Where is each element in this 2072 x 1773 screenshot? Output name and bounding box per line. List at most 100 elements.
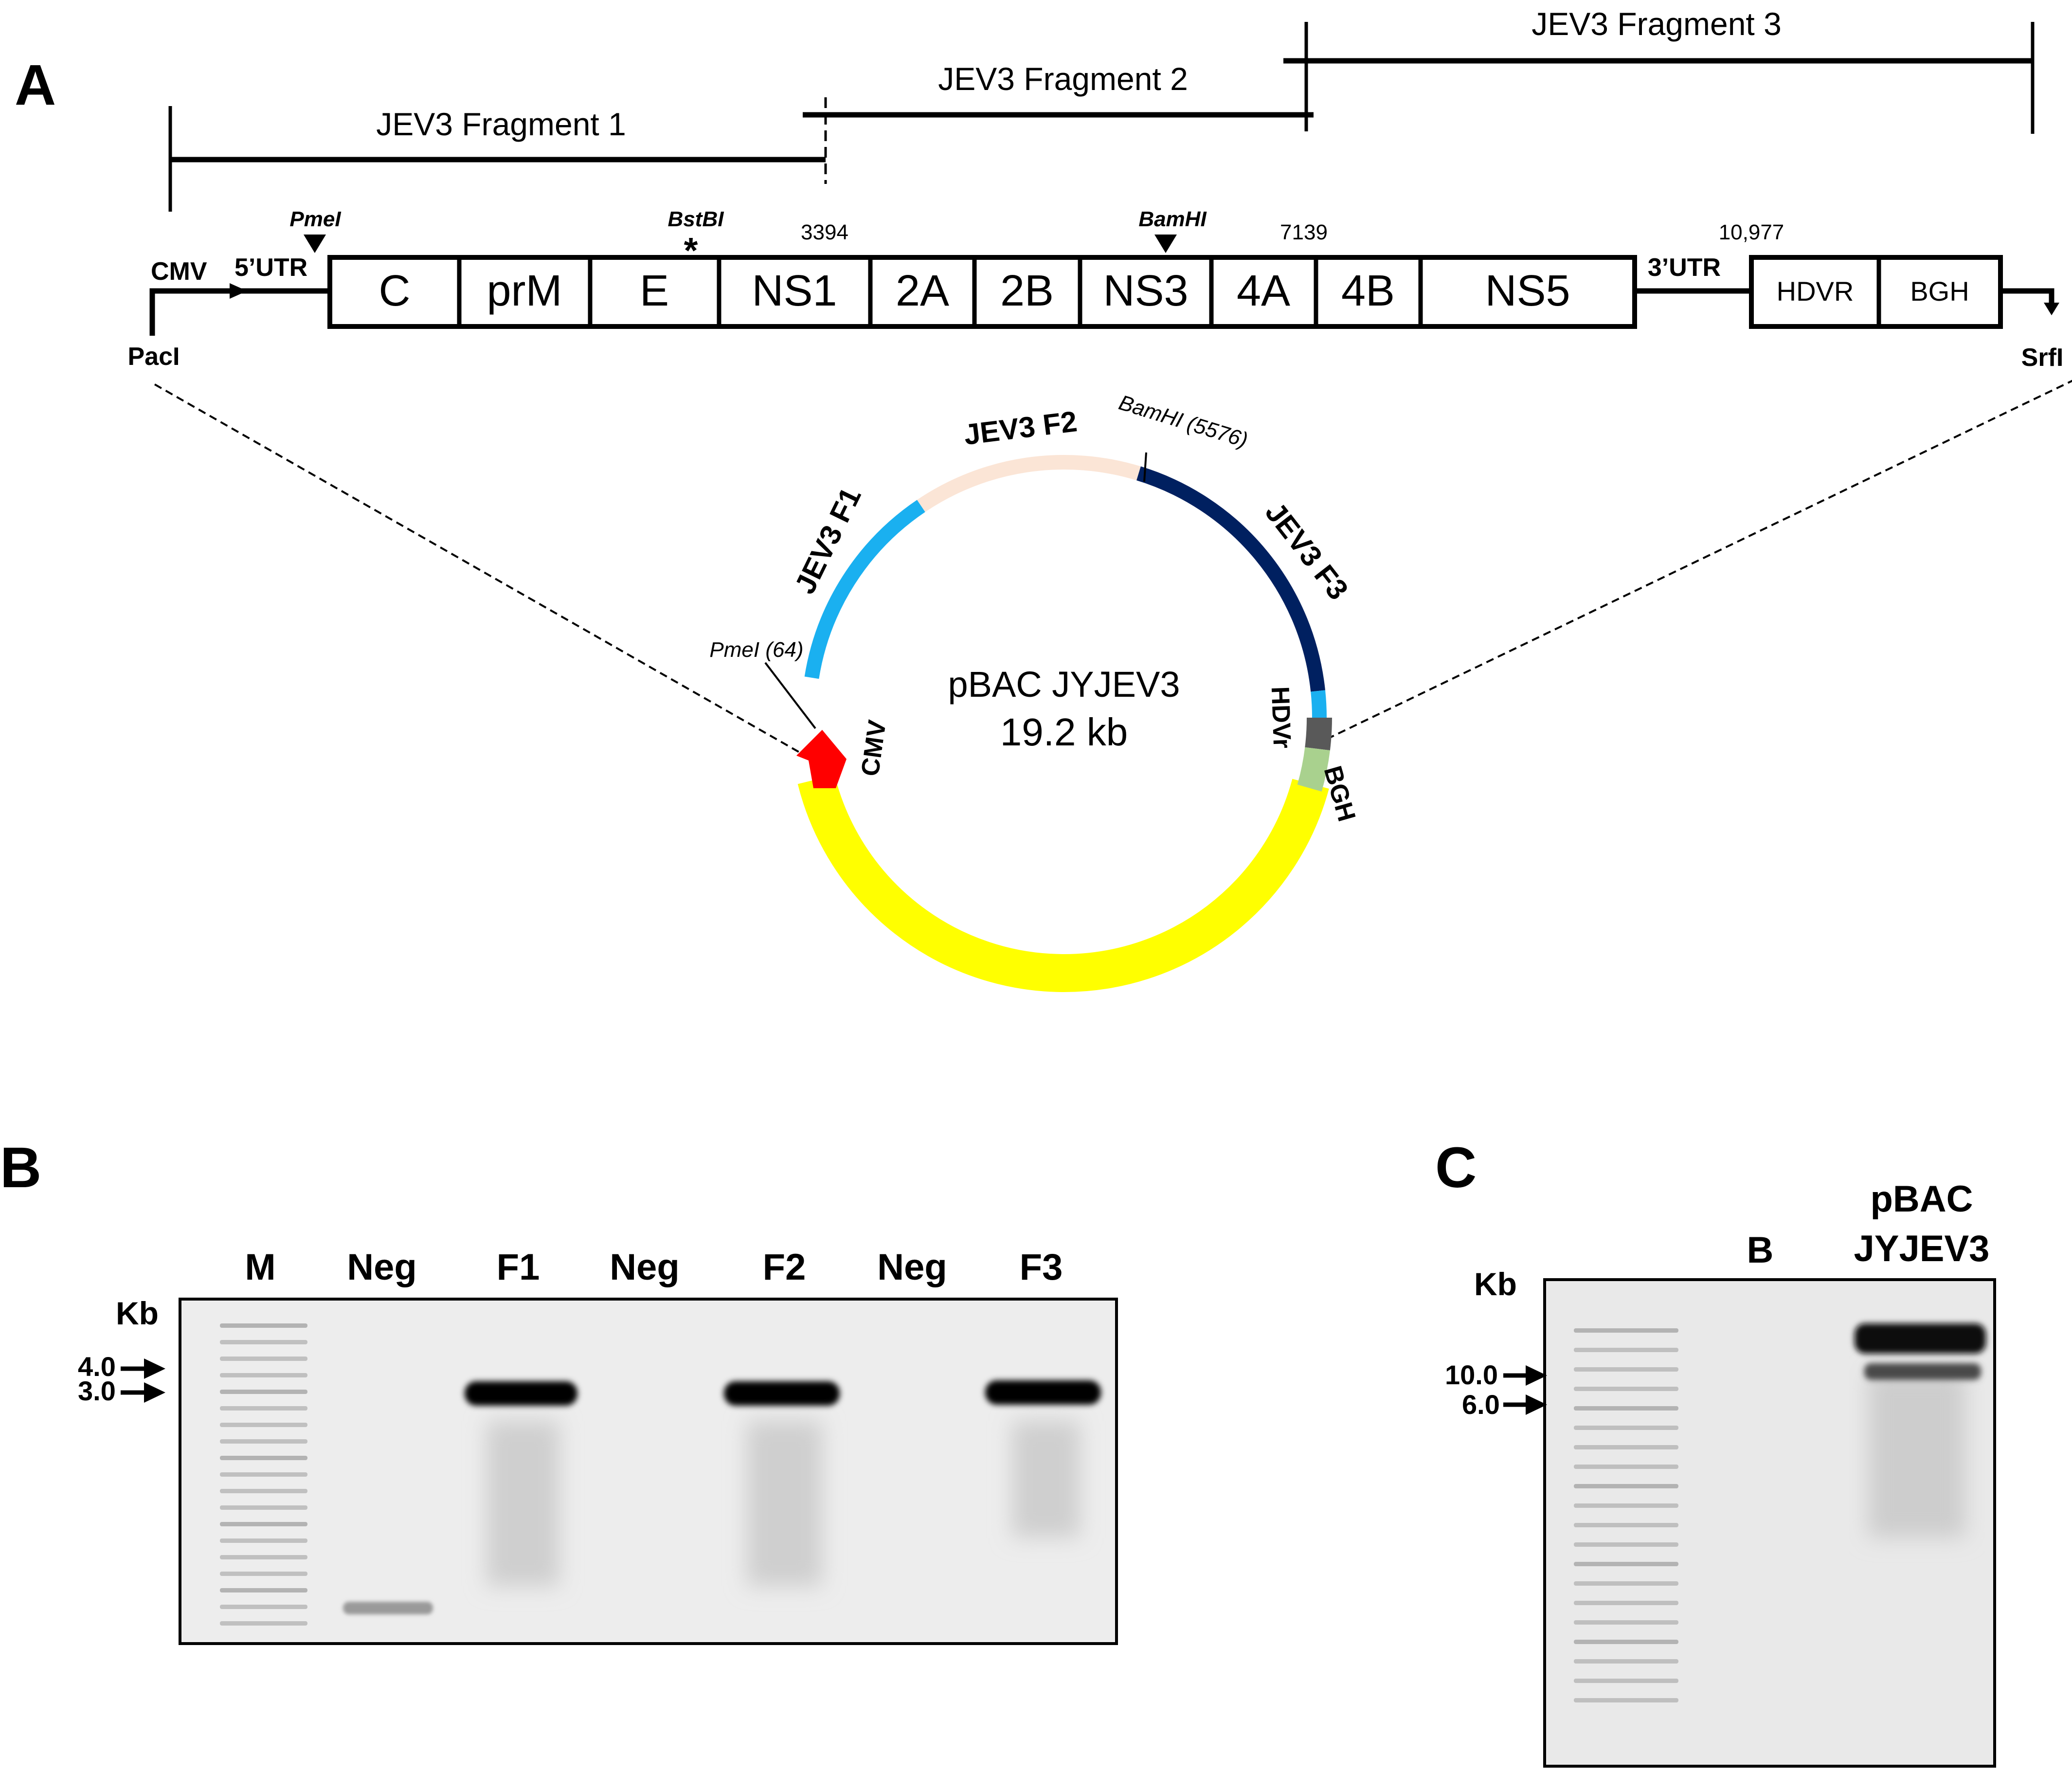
ladder-band: [1574, 1562, 1678, 1566]
bamhi-site-marker: [1154, 235, 1177, 253]
utr3-label: 3’UTR: [1648, 253, 1721, 282]
ladder-band: [220, 1423, 307, 1427]
construct-line: [149, 283, 2059, 336]
gel-c-marker-arrows: [1503, 1373, 1528, 1407]
ladder-band: [220, 1456, 307, 1460]
gene-2b: 2B: [1000, 267, 1054, 315]
arrow-right-icon: [144, 1358, 165, 1379]
gel-c-lane-title-1: pBAC: [1870, 1178, 1973, 1220]
ladder-band: [220, 1555, 307, 1559]
plasmid-bamhi-label: BamHI (5576): [1116, 391, 1250, 452]
bamhi-site-label: BamHI: [1138, 207, 1207, 231]
ladder-band: [220, 1489, 307, 1493]
ladder-band: [1574, 1406, 1678, 1411]
ladder-band: [1574, 1698, 1678, 1702]
ladder-band: [220, 1357, 307, 1361]
arrow-right-icon: [1526, 1394, 1547, 1415]
ladder-band: [220, 1373, 307, 1377]
ladder-band: [220, 1472, 307, 1477]
ladder-band: [220, 1439, 307, 1444]
gel-b: [179, 1298, 1118, 1645]
gene-4b: 4B: [1341, 267, 1395, 315]
fragment-2-label: JEV3 Fragment 2: [938, 61, 1188, 97]
ladder-band: [1574, 1679, 1678, 1683]
panel-a: A JEV3 Fragment 1 JEV3 Fragment 2 JEV3 F…: [15, 6, 2072, 992]
ladder-band: [220, 1323, 307, 1328]
ladder-band: [220, 1621, 307, 1626]
panel-a-letter: A: [15, 53, 56, 117]
ladder-band: [1574, 1328, 1678, 1333]
ladder-band: [1574, 1387, 1678, 1391]
plasmid-map: pBAC JYJEV3 19.2 kb JEV3 F2 BamHI (5576)…: [709, 391, 1361, 992]
ladder-band: [220, 1505, 307, 1510]
ladder-band: [1574, 1348, 1678, 1352]
ladder-band: [220, 1522, 307, 1526]
position-3394: 3394: [801, 220, 848, 244]
plasmid-f2-arc: [917, 455, 1141, 512]
gel-b-marker-arrows: [121, 1366, 146, 1395]
ladder-band: [1574, 1465, 1678, 1469]
ladder-band: [1574, 1523, 1678, 1527]
srfi-site-label: SrfI: [2021, 344, 2064, 372]
gel-b-lane-m: M: [245, 1247, 275, 1288]
plasmid-f1-arc: [804, 500, 925, 679]
gene-map: C prM E NS1 2A 2B NS3 4A 4B NS5 HDVR BGH: [327, 255, 2003, 329]
plasmid-cmv-label: CMV: [856, 718, 892, 778]
gel-c-plasmid-band-2: [1864, 1363, 1981, 1380]
gel-c-marker-10kb: 10.0: [1445, 1359, 1498, 1390]
panel-c-letter: C: [1435, 1136, 1477, 1200]
ladder-band: [220, 1390, 307, 1394]
plasmid-f3-tail-arc: [1311, 690, 1327, 718]
plasmid-name: pBAC JYJEV3: [948, 664, 1180, 705]
gel-c-marker-6kb: 6.0: [1462, 1389, 1500, 1420]
gel-b-marker-3kb: 3.0: [78, 1375, 116, 1406]
gel-b-bands: [465, 1380, 1101, 1406]
ladder-band: [1574, 1620, 1678, 1625]
gel-b-lane-f3: F3: [1020, 1247, 1063, 1288]
gene-c: C: [379, 267, 411, 315]
gel-c-ladder: [1574, 1328, 1678, 1702]
gel-b-smears: [486, 1421, 1080, 1586]
plasmid-pmei-label: PmeI (64): [709, 638, 803, 662]
ladder-band: [220, 1605, 307, 1609]
bamhi-tick: [1143, 452, 1147, 482]
arrow-right-icon: [1526, 1365, 1547, 1386]
plasmid-f2-label: JEV3 F2: [962, 405, 1079, 451]
utr5-label: 5’UTR: [234, 253, 307, 282]
box-bgh: BGH: [1910, 276, 1969, 307]
gel-b-lane-neg-2: Neg: [610, 1247, 680, 1288]
panel-b-kb-label: Kb: [116, 1295, 159, 1331]
gel-b-lane-neg-3: Neg: [877, 1247, 947, 1288]
ladder-band: [1574, 1581, 1678, 1586]
plasmid-bgh-arc: [1297, 747, 1330, 792]
panel-b-letter: B: [0, 1136, 41, 1200]
gel-c-plasmid-band: [1855, 1323, 1986, 1354]
fragment-3-label: JEV3 Fragment 3: [1531, 6, 1782, 42]
ladder-band: [1574, 1367, 1678, 1372]
ladder-band: [220, 1572, 307, 1576]
ladder-band: [1574, 1445, 1678, 1449]
ladder-band: [1574, 1542, 1678, 1547]
gel-b-lane-labels: M Neg F1 Neg F2 Neg F3: [245, 1247, 1063, 1288]
gene-e: E: [640, 267, 669, 315]
ladder-band: [220, 1538, 307, 1543]
cmv-arrow-icon: [796, 730, 847, 788]
gel-b-marker-4kb: 4.0: [78, 1351, 116, 1382]
gel-c-smear: [1868, 1372, 1965, 1538]
ladder-band: [220, 1340, 307, 1344]
gene-ns3: NS3: [1103, 267, 1188, 315]
arrow-right-icon: [144, 1382, 165, 1403]
gel-c-lane-b: B: [1747, 1230, 1774, 1271]
gene-prm: prM: [487, 267, 562, 315]
gel-b-lane-f1: F1: [497, 1247, 540, 1288]
ladder-band: [1574, 1484, 1678, 1488]
plasmid-hdvr-arc: [1305, 717, 1333, 751]
gel-c-lane-title-2: JYJEV3: [1854, 1228, 1990, 1269]
ladder-band: [1574, 1640, 1678, 1644]
plasmid-f3-label: JEV3 F3: [1259, 496, 1355, 606]
position-7139: 7139: [1280, 220, 1328, 244]
gel-b-lane-f2: F2: [763, 1247, 806, 1288]
ladder-band: [1574, 1426, 1678, 1430]
pmei-site-marker: [304, 235, 326, 253]
